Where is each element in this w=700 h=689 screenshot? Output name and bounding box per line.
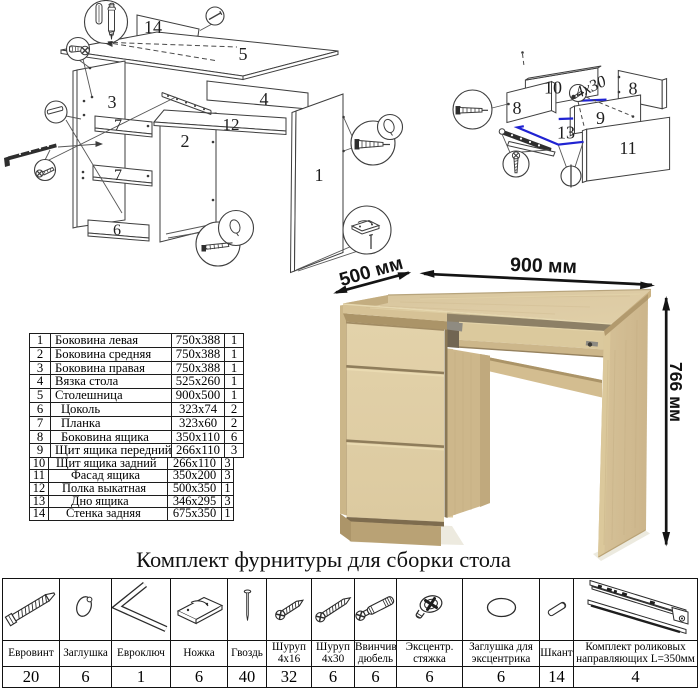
- svg-text:11: 11: [619, 138, 636, 158]
- svg-text:500 мм: 500 мм: [337, 253, 405, 291]
- svg-text:7: 7: [114, 117, 122, 134]
- svg-text:3: 3: [108, 92, 117, 112]
- svg-text:12: 12: [223, 115, 240, 134]
- svg-text:5: 5: [239, 44, 248, 64]
- svg-text:10: 10: [544, 78, 562, 98]
- svg-text:8: 8: [513, 98, 522, 118]
- svg-text:2: 2: [181, 131, 190, 151]
- svg-text:14: 14: [144, 17, 162, 37]
- svg-text:8: 8: [629, 79, 638, 99]
- svg-text:13: 13: [557, 123, 575, 143]
- svg-text:766 мм: 766 мм: [666, 362, 686, 422]
- svg-text:6: 6: [113, 222, 121, 239]
- svg-text:4: 4: [260, 89, 269, 109]
- svg-text:1: 1: [315, 165, 324, 185]
- svg-text:7: 7: [114, 167, 122, 184]
- svg-text:9: 9: [596, 108, 605, 128]
- svg-text:900 мм: 900 мм: [510, 254, 578, 278]
